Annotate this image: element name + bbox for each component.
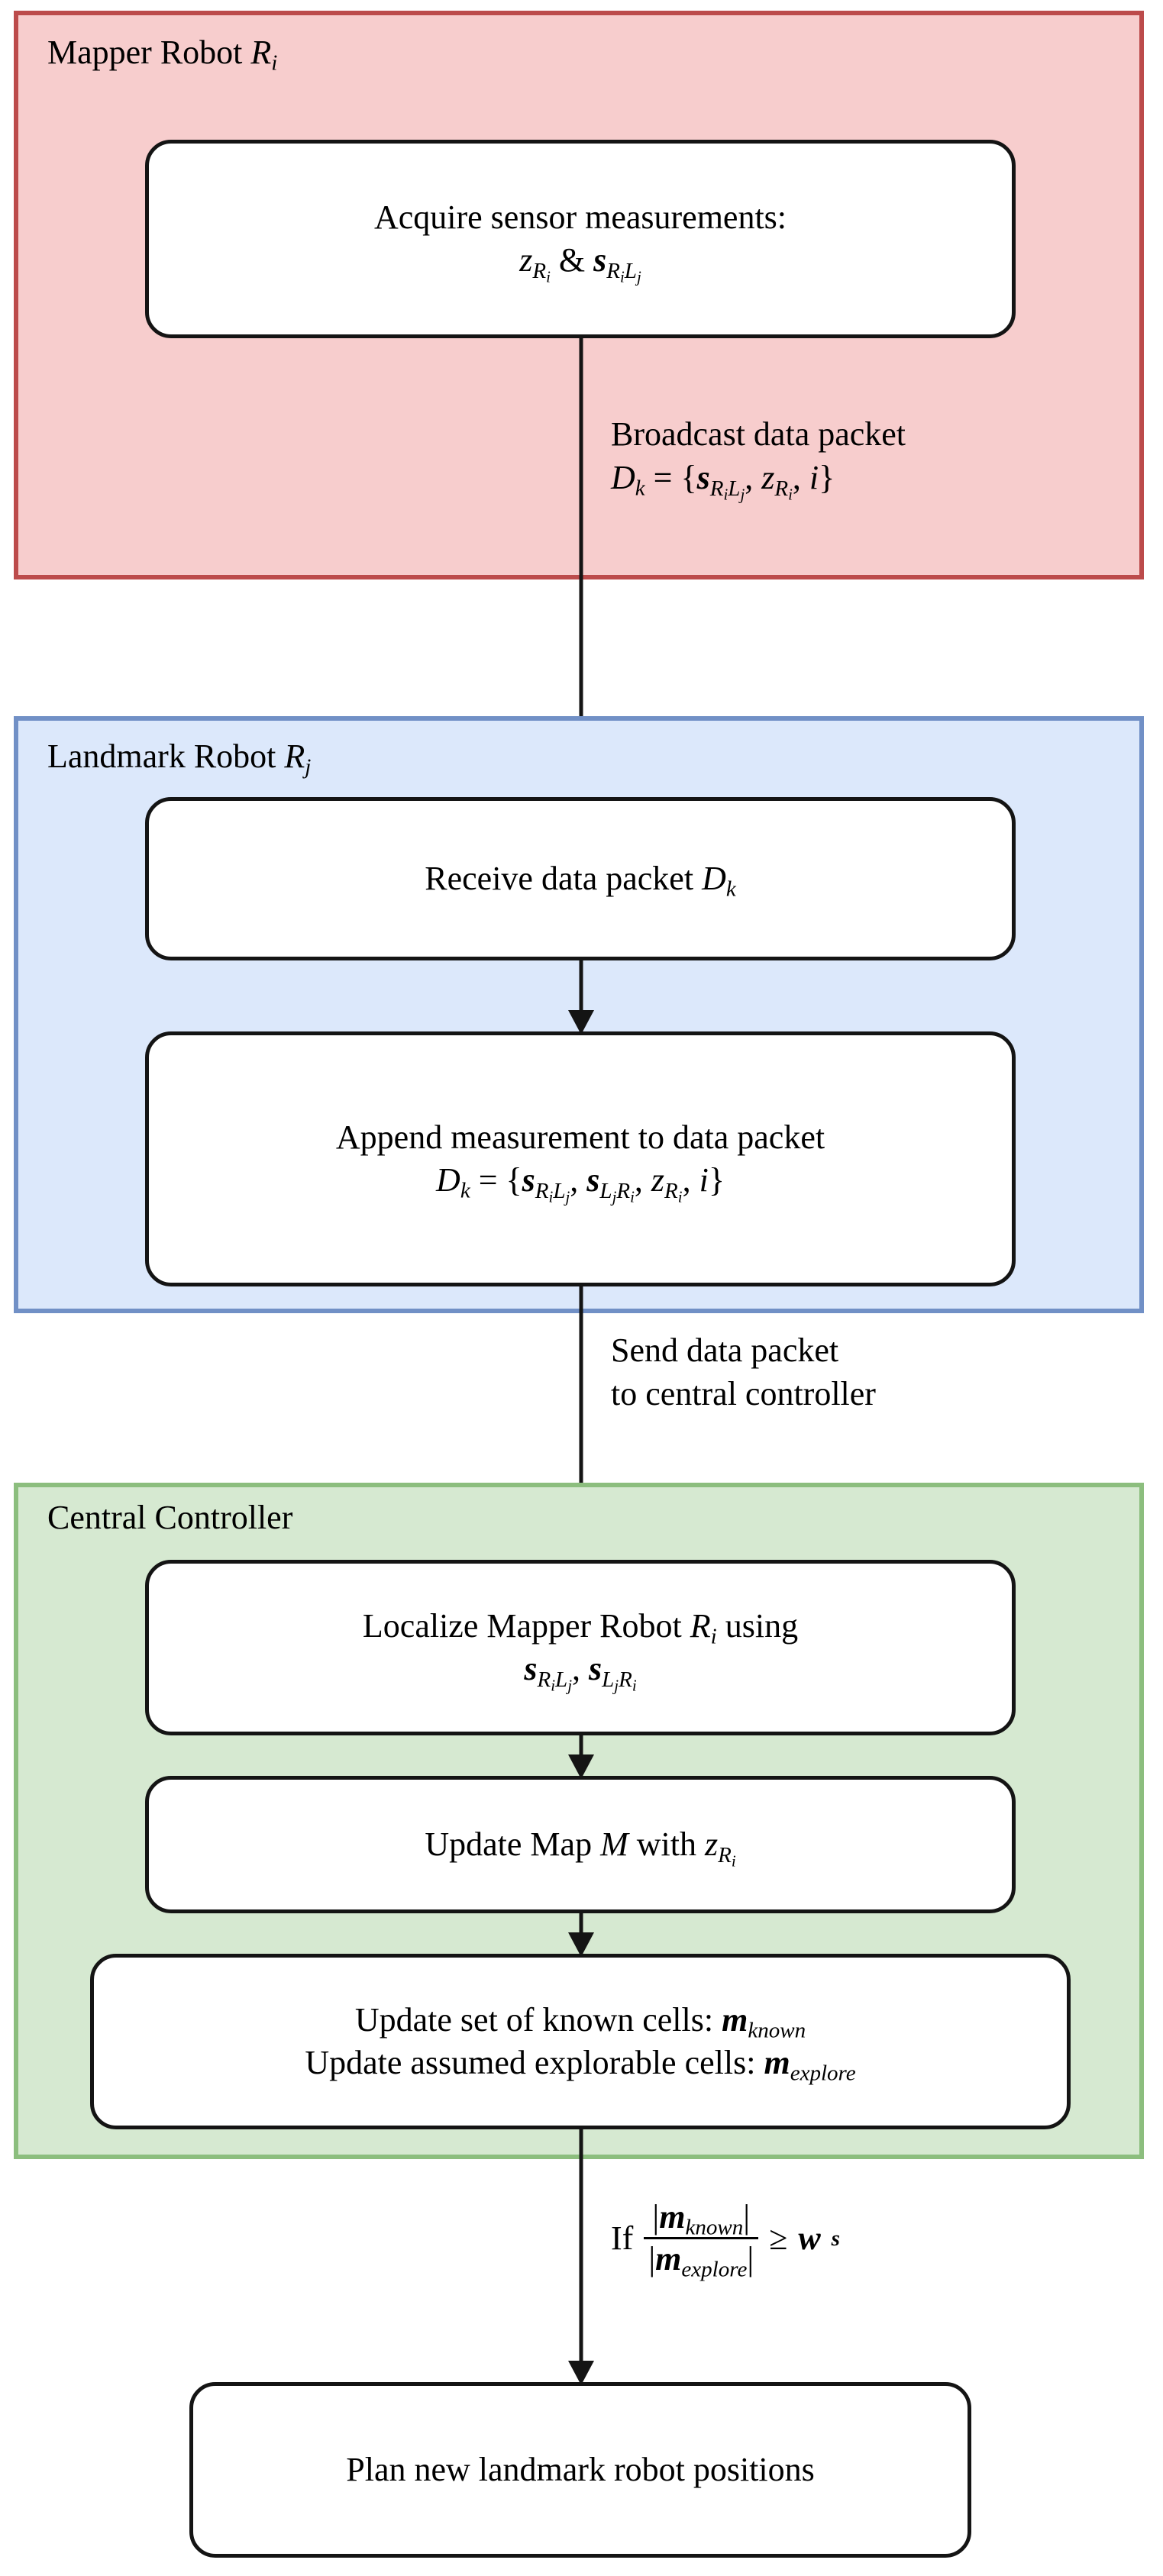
sym-z: z xyxy=(519,241,533,279)
edge-label-send-line1: Send data packet xyxy=(611,1332,839,1369)
panel-title-central-controller: Central Controller xyxy=(47,1499,293,1536)
node-localize-mapper-robot[interactable]: Localize Mapper Robot Ri using sRiLj, sL… xyxy=(145,1560,1016,1735)
connector-append-to-localize xyxy=(579,1286,583,1561)
node-acquire-sensor-measurements[interactable]: Acquire sensor measurements: zRi & sRiLj xyxy=(145,140,1016,338)
condition-threshold: w xyxy=(798,2219,821,2258)
connector-acquire-to-receive xyxy=(579,338,583,797)
panel-title-mapper-symbol: R xyxy=(250,34,272,71)
node-append-line2: Dk = {sRiLj, sLjRi, zRi, i} xyxy=(436,1161,725,1206)
node-receive-text: Receive data packet Dk xyxy=(425,859,736,902)
node-append-measurement[interactable]: Append measurement to data packet Dk = {… xyxy=(145,1031,1016,1286)
sym-brace-close: } xyxy=(819,459,835,497)
sym-i: i xyxy=(809,459,819,497)
panel-title-mapper-robot: Mapper Robot Ri xyxy=(47,34,277,74)
arrowhead-updatemap-to-updatecells xyxy=(568,1932,594,1957)
connector-receive-to-append xyxy=(579,960,583,1031)
node-receive-data-packet[interactable]: Receive data packet Dk xyxy=(145,797,1016,960)
sym-z3-sub: Ri xyxy=(718,1842,736,1870)
node-update-map[interactable]: Update Map M with zRi xyxy=(145,1776,1016,1913)
condition-fraction: |mknown| |mexplore| xyxy=(644,2198,759,2281)
sym-Ri-loc-sub: i xyxy=(710,1624,717,1649)
node-acquire-line2: zRi & sRiLj xyxy=(519,239,641,286)
panel-title-mapper-symbol-sub: i xyxy=(271,50,278,76)
arrowhead-updatecells-to-plan xyxy=(568,2361,594,2385)
panel-title-landmark-symbol: R xyxy=(284,738,305,775)
condition-denominator: |mexplore| xyxy=(644,2237,759,2281)
edge-label-send-to-controller: Send data packet to central controller xyxy=(611,1328,876,1416)
sym-z2: z xyxy=(761,459,775,497)
sym-m-known: m xyxy=(722,2000,748,2039)
edge-label-broadcast: Broadcast data packet Dk = {sRiLj, zRi, … xyxy=(611,412,906,504)
node-acquire-line1: Acquire sensor measurements: xyxy=(373,198,787,236)
arrowhead-localize-to-updatemap xyxy=(568,1754,594,1779)
edge-label-send-line2: to central controller xyxy=(611,1375,876,1413)
sym-Dk: D xyxy=(702,859,726,897)
sym-m-explore-sub: explore xyxy=(790,2061,856,2086)
sym-z3: z xyxy=(704,1825,719,1863)
panel-title-landmark-text: Landmark Robot xyxy=(47,738,285,775)
sym-D-sub: k xyxy=(635,476,645,501)
condition-relation: ≥ xyxy=(769,2219,788,2258)
sym-comma1: , xyxy=(745,459,754,497)
condition-if-label: If xyxy=(611,2219,634,2258)
sym-m-explore: m xyxy=(764,2044,790,2081)
node-localize-line1: Localize Mapper Robot Ri using xyxy=(362,1606,799,1649)
node-update-cells[interactable]: Update set of known cells: mknown Update… xyxy=(90,1954,1071,2129)
connector-updatecells-to-plan xyxy=(579,2129,583,2381)
sym-s: s xyxy=(593,241,607,279)
panel-title-landmark-robot: Landmark Robot Rj xyxy=(47,738,311,778)
panel-title-landmark-symbol-sub: j xyxy=(305,754,312,780)
sym-ampersand: & xyxy=(558,241,586,279)
sym-s2-sub: RiLj xyxy=(709,476,745,504)
sym-Dk-sub: k xyxy=(725,876,736,902)
sym-M: M xyxy=(600,1825,628,1863)
condition-numerator: |mknown| xyxy=(652,2198,751,2240)
edge-label-broadcast-line2: Dk = {sRiLj, zRi, i} xyxy=(611,456,906,504)
sym-z-sub: Ri xyxy=(532,258,551,286)
sym-comma2: , xyxy=(792,459,801,497)
node-update-cells-line1: Update set of known cells: mknown xyxy=(354,2000,806,2043)
arrowhead-receive-to-append xyxy=(568,1010,594,1035)
sym-z2-sub: Ri xyxy=(774,476,793,504)
node-update-map-text: Update Map M with zRi xyxy=(425,1825,736,1870)
node-update-cells-line2: Update assumed explorable cells: mexplor… xyxy=(305,2044,856,2086)
node-plan-text: Plan new landmark robot positions xyxy=(346,2450,815,2488)
node-plan-new-landmark-positions[interactable]: Plan new landmark robot positions xyxy=(189,2382,971,2558)
sym-s2: s xyxy=(696,459,710,497)
node-localize-line2: sRiLj, sLjRi xyxy=(524,1650,637,1695)
sym-D: D xyxy=(611,459,635,497)
sym-m-known-sub: known xyxy=(748,2018,806,2043)
sym-Ri-loc: R xyxy=(690,1606,711,1645)
sym-eq-open: = { xyxy=(653,459,697,497)
node-append-line1: Append measurement to data packet xyxy=(335,1118,825,1156)
panel-title-mapper-text: Mapper Robot xyxy=(47,34,251,71)
edge-label-broadcast-line1: Broadcast data packet xyxy=(611,415,906,453)
sym-s-sub: RiLj xyxy=(606,258,641,286)
